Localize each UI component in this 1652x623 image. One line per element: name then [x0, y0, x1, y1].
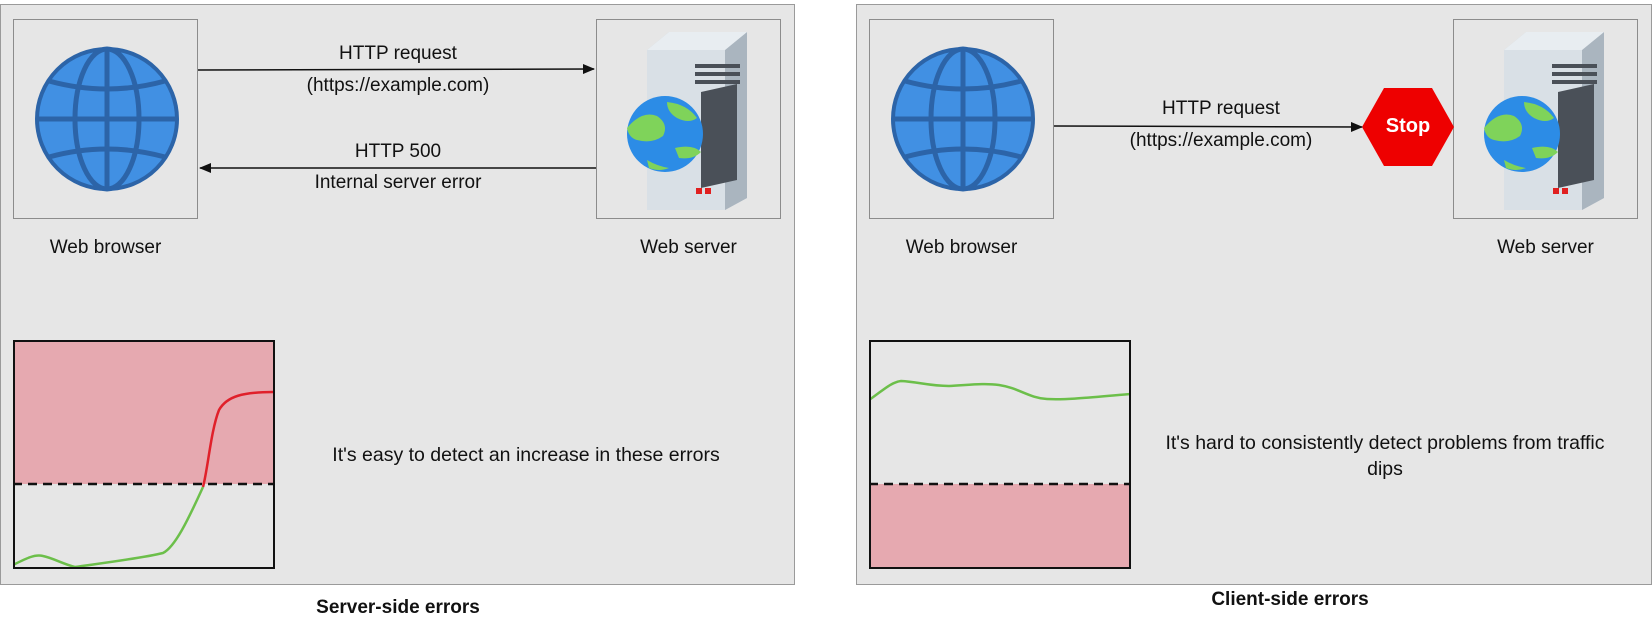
server-side-caption: Server-side errors [316, 597, 480, 618]
request-label: HTTP request [339, 43, 457, 64]
server-errors-chart [13, 340, 275, 569]
request-url-label-right: (https://example.com) [1129, 130, 1313, 151]
web-browser-box [13, 19, 198, 219]
easy-detect-description: It's easy to detect an increase in these… [332, 444, 720, 466]
web-browser-box-right [869, 19, 1054, 219]
client-errors-chart [869, 340, 1131, 569]
alert-zone [15, 342, 273, 484]
web-server-box [596, 19, 781, 219]
request-arrow-right [1053, 121, 1363, 132]
server-with-globe-icon [627, 32, 747, 210]
request-url-label: (https://example.com) [306, 75, 490, 96]
globe-icon [35, 46, 179, 192]
web-browser-label: Web browser [49, 237, 162, 258]
web-server-box-right [1453, 19, 1638, 219]
hard-detect-description: It's hard to consistently detect problem… [1165, 432, 1605, 480]
stop-sign-label: Stop [1385, 115, 1431, 137]
web-server-label-right: Web server [1497, 237, 1594, 258]
web-browser-label-right: Web browser [905, 237, 1018, 258]
stop-sign-icon [1362, 88, 1454, 166]
request-arrow [197, 64, 595, 75]
alert-zone [871, 483, 1129, 567]
server-with-globe-icon [1484, 32, 1604, 210]
client-side-caption: Client-side errors [1211, 589, 1369, 610]
globe-icon [891, 46, 1035, 192]
response-message-label: Internal server error [314, 172, 482, 193]
request-label-right: HTTP request [1162, 98, 1280, 119]
response-status-label: HTTP 500 [354, 141, 442, 162]
normal-trend-line [15, 485, 204, 567]
error-spike-line [201, 390, 273, 487]
traffic-trend-line [871, 379, 1129, 400]
web-server-label: Web server [640, 237, 737, 258]
